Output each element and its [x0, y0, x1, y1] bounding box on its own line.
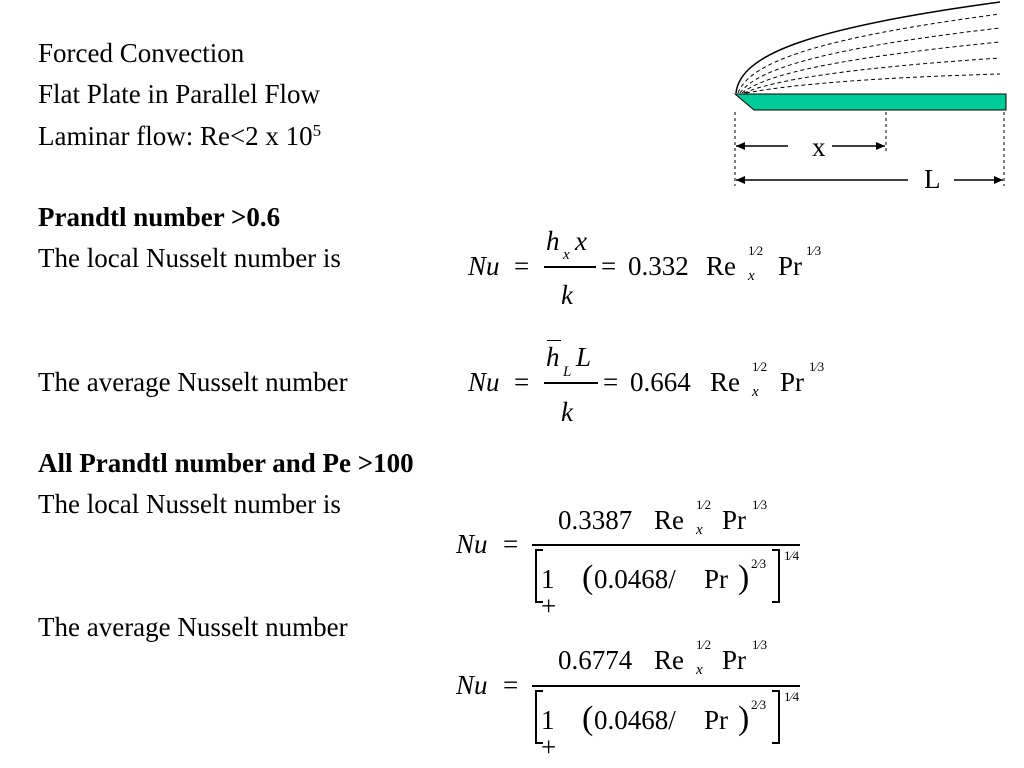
label-local-nusselt-all: The local Nusselt number is [38, 489, 341, 519]
eq4-inner-pr: Pr [704, 705, 729, 735]
eq4-right-paren: ) [738, 700, 750, 737]
eq1-re: Re [706, 251, 736, 281]
streamline-5 [745, 73, 1001, 94]
eq2-equals: = [514, 367, 530, 397]
eq1-fraction-bar [544, 266, 596, 268]
title-forced-convection: Forced Convection [38, 38, 245, 68]
laminar-text: Laminar flow: Re<2 x 10 [38, 121, 313, 151]
streamline-4 [743, 57, 1001, 94]
eq4-coefficient: 0.6774 [558, 645, 633, 675]
eq4-re: Re [654, 645, 684, 675]
eq1-re-sub: x [748, 268, 755, 284]
eq1-pr-exp: 1⁄3 [806, 243, 822, 258]
streamline-1 [737, 13, 1001, 94]
eq3-left-paren: ( [582, 559, 594, 596]
eq2-L: L [576, 342, 592, 372]
x-arrowhead-right [876, 142, 885, 150]
boundary-layer-edge [735, 1, 1001, 94]
label-local-nusselt-06: The local Nusselt number is [38, 243, 341, 273]
eq1-k: k [561, 280, 573, 310]
heading-all-prandtl: All Prandtl number and Pe >100 [38, 448, 414, 478]
diagram-L-label: L [924, 164, 941, 194]
eq4-pr-exp: 1⁄3 [752, 637, 768, 652]
eq3-nu: Nu [456, 529, 488, 559]
eq1-x: x [575, 226, 587, 256]
eq3-pr: Pr [722, 505, 747, 535]
streamline-2 [739, 27, 1001, 94]
eq4-equals: = [503, 670, 519, 700]
title-laminar-flow: Laminar flow: Re<2 x 105 [38, 122, 321, 150]
flat-plate [733, 93, 1007, 111]
eq3-re-sub: x [696, 522, 703, 538]
eq4-pr: Pr [722, 645, 747, 675]
eq4-bracket-exp: 1⁄4 [784, 689, 800, 704]
eq3-right-paren: ) [738, 559, 750, 596]
eq4-re-exp: 1⁄2 [696, 637, 712, 652]
eq2-coefficient: 0.664 [630, 367, 691, 397]
eq1-coefficient: 0.332 [628, 251, 689, 281]
eq3-bracket-exp: 1⁄4 [784, 548, 800, 563]
eq2-pr: Pr [780, 367, 805, 397]
eq4-right-bracket [772, 690, 780, 744]
label-average-nusselt-all: The average Nusselt number [38, 612, 348, 642]
eq1-h-sub: x [563, 247, 570, 263]
eq4-left-paren: ( [582, 700, 594, 737]
eq2-equals2: = [603, 367, 619, 397]
diagram-x-label: x [812, 132, 826, 162]
eq2-h: h [546, 342, 560, 372]
eq3-inner-pr: Pr [704, 564, 729, 594]
flat-plate-diagram: x L [728, 0, 1024, 200]
x-arrowhead-left [736, 142, 745, 150]
eq1-equals: = [514, 251, 530, 281]
eq2-fraction-bar [544, 382, 598, 384]
eq2-re-sub: x [752, 384, 759, 400]
eq3-re-exp: 1⁄2 [696, 497, 712, 512]
eq2-re-exp: 1⁄2 [752, 359, 768, 374]
eq1-equals2: = [601, 251, 617, 281]
eq3-right-bracket [772, 549, 780, 603]
eq3-left-bracket [535, 549, 543, 603]
boundary-layer-drawing [733, 1, 1007, 186]
eq2-k: k [561, 397, 573, 427]
eq4-nu: Nu [456, 670, 488, 700]
eq3-fraction-bar [532, 544, 800, 546]
eq4-fraction-bar [532, 685, 800, 687]
eq1-pr: Pr [778, 251, 803, 281]
eq3-re: Re [654, 505, 684, 535]
eq3-coefficient: 0.3387 [558, 505, 633, 535]
eq2-h-sub: L [563, 364, 572, 380]
eq4-left-bracket [535, 690, 543, 744]
streamline-3 [741, 41, 1001, 94]
eq3-inner: 0.0468/ [594, 564, 676, 594]
eq4-paren-exp: 2⁄3 [751, 697, 767, 712]
eq1-re-exp: 1⁄2 [748, 243, 764, 258]
eq3-equals: = [503, 529, 519, 559]
eq3-pr-exp: 1⁄3 [752, 497, 768, 512]
eq4-one-plus: 1 + [541, 705, 557, 762]
eq2-hbar-overline [547, 340, 561, 342]
eq3-one-plus: 1 + [541, 564, 557, 621]
label-average-nusselt-06: The average Nusselt number [38, 367, 348, 397]
L-arrowhead-right [994, 176, 1003, 184]
L-arrowhead-left [736, 176, 745, 184]
eq2-re: Re [710, 367, 740, 397]
laminar-exponent: 5 [312, 121, 322, 140]
heading-prandtl-06: Prandtl number >0.6 [38, 202, 281, 232]
eq2-pr-exp: 1⁄3 [809, 359, 825, 374]
eq3-paren-exp: 2⁄3 [751, 556, 767, 571]
eq4-inner: 0.0468/ [594, 705, 676, 735]
title-flat-plate: Flat Plate in Parallel Flow [38, 79, 320, 109]
eq2-nu: Nu [468, 367, 500, 397]
eq4-re-sub: x [696, 662, 703, 678]
eq1-nu: Nu [468, 251, 500, 281]
eq1-h: h [546, 226, 560, 256]
